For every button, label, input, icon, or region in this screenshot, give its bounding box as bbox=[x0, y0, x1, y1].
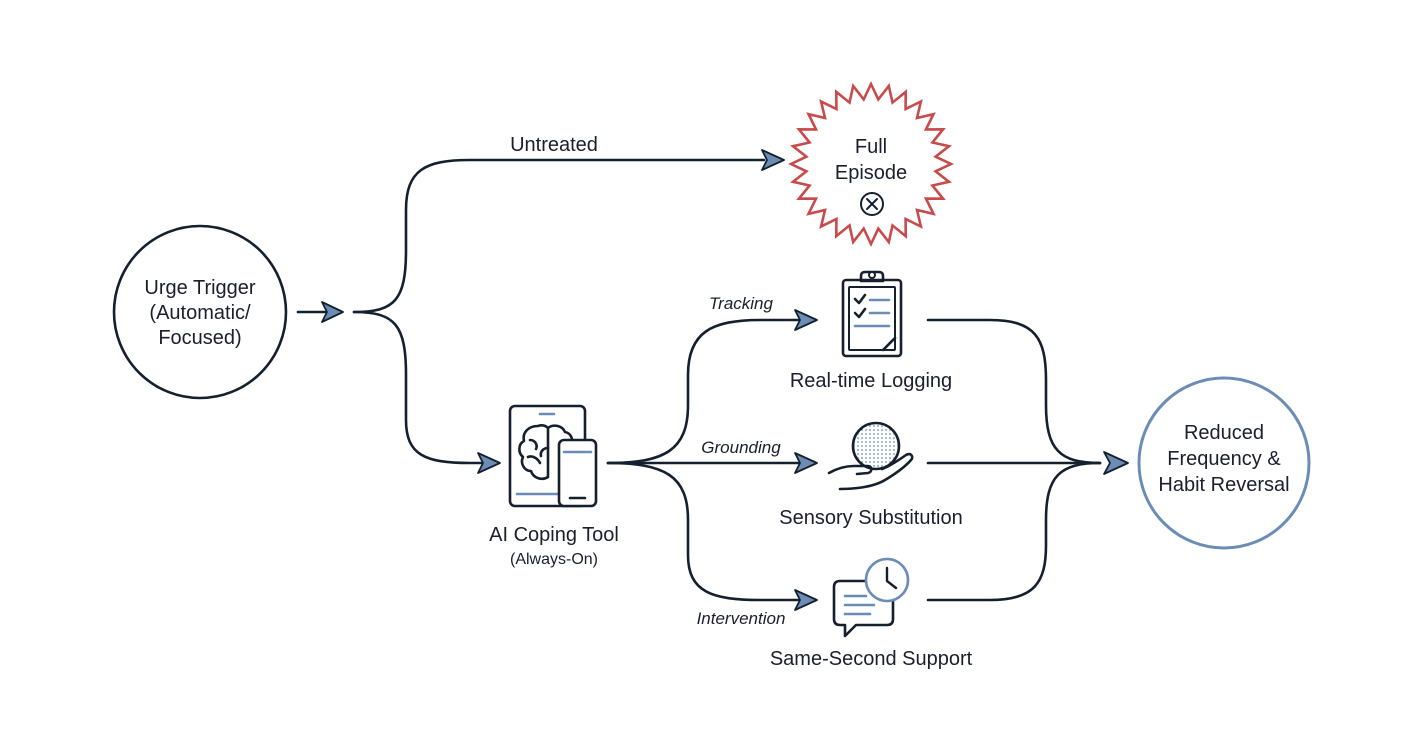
outcome-label-line1: Reduced bbox=[1184, 422, 1264, 444]
ai-tool-label: AI Coping Tool bbox=[489, 524, 619, 546]
arrowheads bbox=[321, 149, 1129, 611]
edge-intervention bbox=[606, 461, 800, 602]
edge-label-untreated: Untreated bbox=[510, 134, 598, 156]
outcome-circle bbox=[1137, 376, 1311, 550]
logging-label: Real-time Logging bbox=[790, 370, 952, 392]
node-ai-coping-tool: AI Coping Tool (Always-On) bbox=[489, 404, 619, 568]
chat-bubble-clock-icon bbox=[832, 557, 910, 638]
brain-tablet-phone-icon bbox=[508, 404, 598, 508]
edge-tracking bbox=[606, 318, 800, 465]
outcome-label-line2: Frequency & bbox=[1167, 448, 1281, 470]
edge-label-grounding: Grounding bbox=[701, 438, 781, 457]
sensory-label: Sensory Substitution bbox=[779, 507, 962, 529]
episode-label-line1: Full bbox=[855, 136, 887, 158]
arrowhead-fork bbox=[321, 301, 344, 323]
urge-trigger-label-line2: (Automatic/ bbox=[149, 302, 251, 324]
episode-starburst bbox=[787, 80, 955, 248]
node-outcome: Reduced Frequency & Habit Reversal bbox=[1137, 376, 1311, 550]
outcome-label-line3: Habit Reversal bbox=[1158, 474, 1289, 496]
edge-label-tracking: Tracking bbox=[709, 294, 773, 313]
urge-trigger-label-line3: Focused) bbox=[158, 327, 241, 349]
arrowhead-ai-tool bbox=[477, 452, 501, 474]
node-urge-trigger: Urge Trigger (Automatic/ Focused) bbox=[112, 224, 288, 400]
arrowhead-grounding bbox=[794, 452, 818, 474]
node-same-second-support: Same-Second Support bbox=[770, 557, 973, 670]
connectors bbox=[296, 158, 1102, 602]
hand-holding-ball-icon bbox=[827, 421, 914, 491]
arrowhead-tracking bbox=[794, 309, 818, 331]
clipboard-checklist-icon bbox=[841, 270, 903, 358]
node-sensory-substitution: Sensory Substitution bbox=[779, 421, 963, 529]
support-label: Same-Second Support bbox=[770, 648, 973, 670]
circled-x-icon bbox=[860, 192, 884, 216]
node-full-episode: Full Episode bbox=[787, 80, 955, 248]
node-real-time-logging: Real-time Logging bbox=[790, 270, 952, 392]
edge-untreated bbox=[352, 158, 766, 314]
edge-to-ai-tool bbox=[352, 310, 484, 465]
urge-trigger-label-line1: Urge Trigger bbox=[144, 277, 255, 299]
edge-label-intervention: Intervention bbox=[697, 609, 786, 628]
episode-label-line2: Episode bbox=[835, 162, 907, 184]
arrowhead-intervention bbox=[794, 589, 818, 611]
edge-logging-to-outcome bbox=[926, 318, 1102, 465]
arrowhead-untreated bbox=[761, 149, 785, 171]
edge-support-to-outcome bbox=[926, 461, 1102, 602]
ai-tool-sublabel: (Always-On) bbox=[510, 551, 598, 568]
urge-trigger-circle bbox=[112, 224, 288, 400]
arrowhead-outcome bbox=[1103, 451, 1129, 475]
